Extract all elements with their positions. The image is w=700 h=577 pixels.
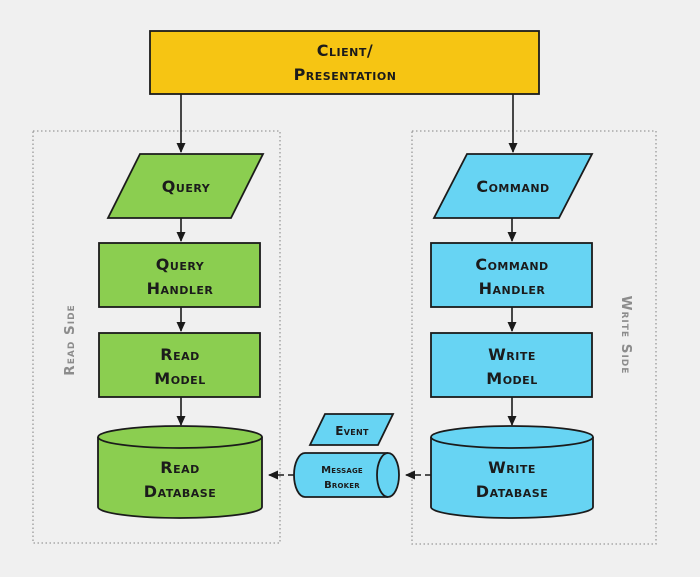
read-model-label-line1: Read [160,345,199,364]
write-database-cylinder: Write Database [430,425,594,519]
command-handler-label-line1: Command [475,255,548,274]
read-database-top [97,425,263,449]
command-handler-label-line2: Handler [479,279,546,298]
client-presentation-box [149,30,540,95]
message-broker-cap [376,452,400,498]
event-parallelogram [308,413,395,446]
command-handler-box [430,242,593,308]
write-database-body [430,437,594,519]
query-label: Query [162,177,211,196]
message-broker-cylinder: Message Broker [293,452,400,498]
write-side-label: Write Side [618,296,634,375]
write-database-label-line2: Database [476,482,548,501]
event-label: Event [335,424,369,438]
write-database-top [430,425,594,449]
write-model-label-line1: Write [488,345,536,364]
read-database-label-line1: Read [160,458,199,477]
read-side-container [32,130,281,544]
read-database-body [97,437,263,519]
write-database-label-line1: Write [488,458,536,477]
query-parallelogram [106,153,265,219]
client-presentation-label-line2: Presentation [294,65,397,84]
client-presentation-label-line1: Client/ [317,41,373,60]
read-database-cylinder: Read Database [97,425,263,519]
command-label: Command [476,177,549,196]
query-handler-box [98,242,261,308]
query-handler-label-line2: Handler [147,279,214,298]
message-broker-label-line2: Broker [324,480,360,491]
message-broker-body [293,452,388,498]
command-parallelogram [432,153,594,219]
query-handler-label-line1: Query [156,255,205,274]
read-model-box [98,332,261,398]
write-model-box [430,332,593,398]
read-model-label-line2: Model [154,369,205,388]
write-model-label-line2: Model [486,369,537,388]
message-broker-label-line1: Message [321,465,363,476]
read-side-label: Read Side [62,304,78,375]
read-database-label-line2: Database [144,482,216,501]
